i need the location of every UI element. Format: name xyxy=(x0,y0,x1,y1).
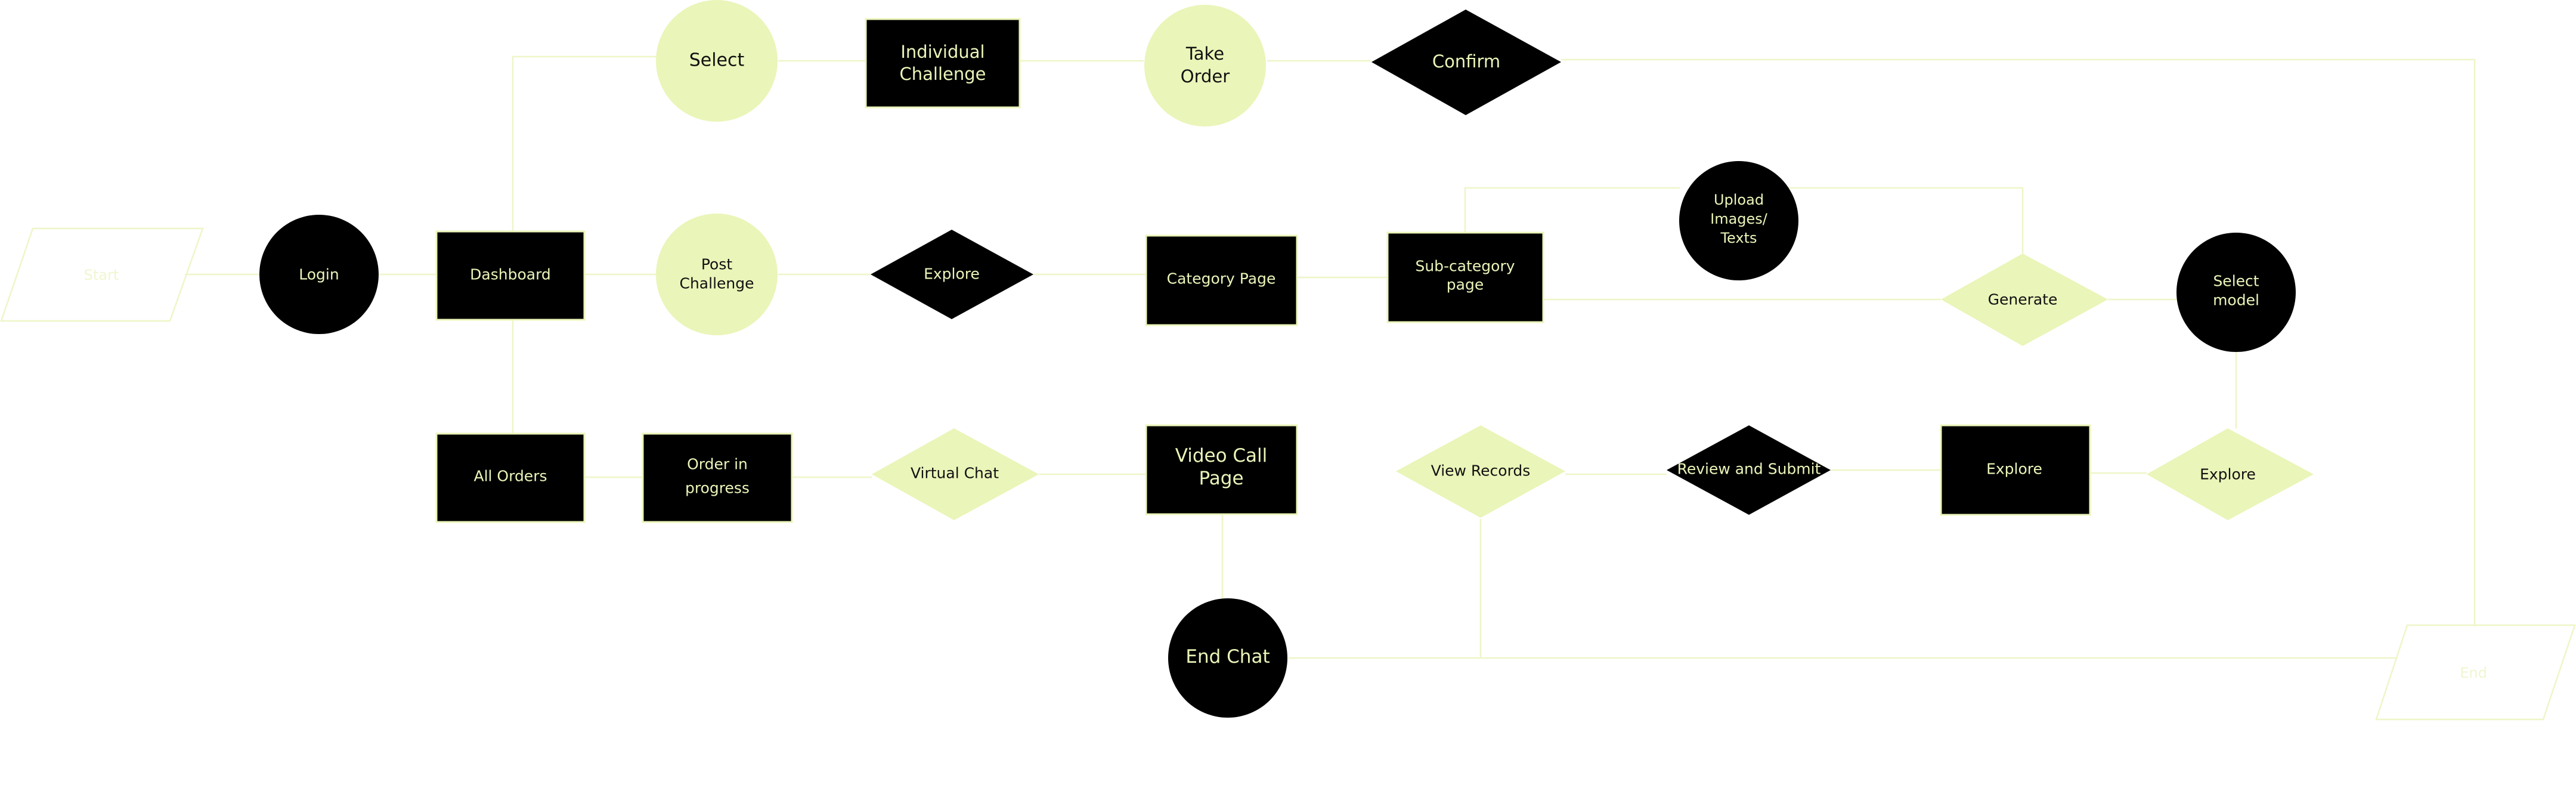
select-label: Select xyxy=(689,50,745,71)
virtual-chat-decision[interactable]: Virtual Chat xyxy=(872,428,1039,520)
end-chat-label: End Chat xyxy=(1185,646,1270,668)
dashboard-node[interactable]: Dashboard xyxy=(435,230,586,321)
individual-challenge-label-line1: Individual xyxy=(900,42,984,62)
end-label: End xyxy=(2460,665,2487,681)
start-terminal[interactable]: Start xyxy=(0,227,204,322)
end-terminal[interactable]: End xyxy=(2375,624,2576,721)
dashboard-label: Dashboard xyxy=(470,266,551,283)
edge-confirm-end xyxy=(1561,58,2476,626)
upload-label-line3: Texts xyxy=(1720,230,1757,246)
upload-images-texts-node[interactable]: Upload Images/ Texts xyxy=(1679,161,1798,280)
connectors xyxy=(185,55,2476,659)
start-label: Start xyxy=(84,267,119,283)
generate-decision[interactable]: Generate xyxy=(1941,254,2108,346)
individual-challenge-node[interactable]: Individual Challenge xyxy=(865,18,1021,109)
sub-category-label-line2: page xyxy=(1447,276,1484,293)
select-model-node[interactable]: Select model xyxy=(2176,233,2296,352)
select-model-label-line2: model xyxy=(2213,292,2259,309)
take-order-label-line1: Take xyxy=(1185,44,1224,64)
generate-label: Generate xyxy=(1988,291,2058,308)
order-in-progress-label-line1: Order in xyxy=(687,456,748,473)
login-label: Login xyxy=(299,266,339,283)
confirm-decision[interactable]: Confirm xyxy=(1371,10,1561,115)
end-chat-node[interactable]: End Chat xyxy=(1168,598,1287,718)
explore-2-label: Explore xyxy=(1986,461,2042,478)
virtual-chat-label: Virtual Chat xyxy=(911,465,999,482)
video-call-label-line2: Page xyxy=(1199,468,1243,489)
category-page-label: Category Page xyxy=(1167,270,1276,288)
sub-category-page-node[interactable]: Sub-category page xyxy=(1386,231,1544,323)
category-page-node[interactable]: Category Page xyxy=(1145,234,1298,326)
view-records-decision[interactable]: View Records xyxy=(1396,425,1565,518)
individual-challenge-label-line2: Challenge xyxy=(900,64,986,84)
upload-label-line2: Images/ xyxy=(1710,211,1768,227)
edge-upload-generate xyxy=(1788,187,2024,254)
explore-3-label: Explore xyxy=(2200,466,2256,483)
explore-decision-1[interactable]: Explore xyxy=(871,230,1033,319)
order-in-progress-node[interactable]: Order in progress xyxy=(642,432,793,523)
take-order-node[interactable]: Take Order xyxy=(1144,5,1266,126)
review-and-submit-decision[interactable]: Review and Submit xyxy=(1667,425,1831,515)
take-order-label-line2: Order xyxy=(1181,66,1230,86)
post-challenge-label-line2: Challenge xyxy=(680,275,754,292)
explore-box-2[interactable]: Explore xyxy=(1940,424,2091,516)
explore-1-label: Explore xyxy=(924,265,980,283)
select-node[interactable]: Select xyxy=(656,0,778,122)
login-node[interactable]: Login xyxy=(259,215,379,334)
explore-decision-3[interactable]: Explore xyxy=(2147,428,2314,520)
all-orders-node[interactable]: All Orders xyxy=(435,432,586,523)
edge-subcategory-upload xyxy=(1464,187,1680,233)
all-orders-label: All Orders xyxy=(473,468,547,485)
post-challenge-label-line1: Post xyxy=(701,256,733,273)
video-call-label-line1: Video Call xyxy=(1175,445,1268,466)
select-model-label-line1: Select xyxy=(2213,273,2259,290)
upload-label-line1: Upload xyxy=(1714,191,1764,208)
edge-dashboard-select xyxy=(512,55,656,231)
video-call-page-node[interactable]: Video Call Page xyxy=(1145,424,1298,515)
view-records-label: View Records xyxy=(1431,462,1531,480)
review-and-submit-label: Review and Submit xyxy=(1677,461,1821,478)
order-in-progress-label-line2: progress xyxy=(685,480,750,497)
post-challenge-node[interactable]: Post Challenge xyxy=(656,214,778,335)
sub-category-label-line1: Sub-category xyxy=(1415,258,1515,275)
confirm-label: Confirm xyxy=(1432,51,1500,72)
